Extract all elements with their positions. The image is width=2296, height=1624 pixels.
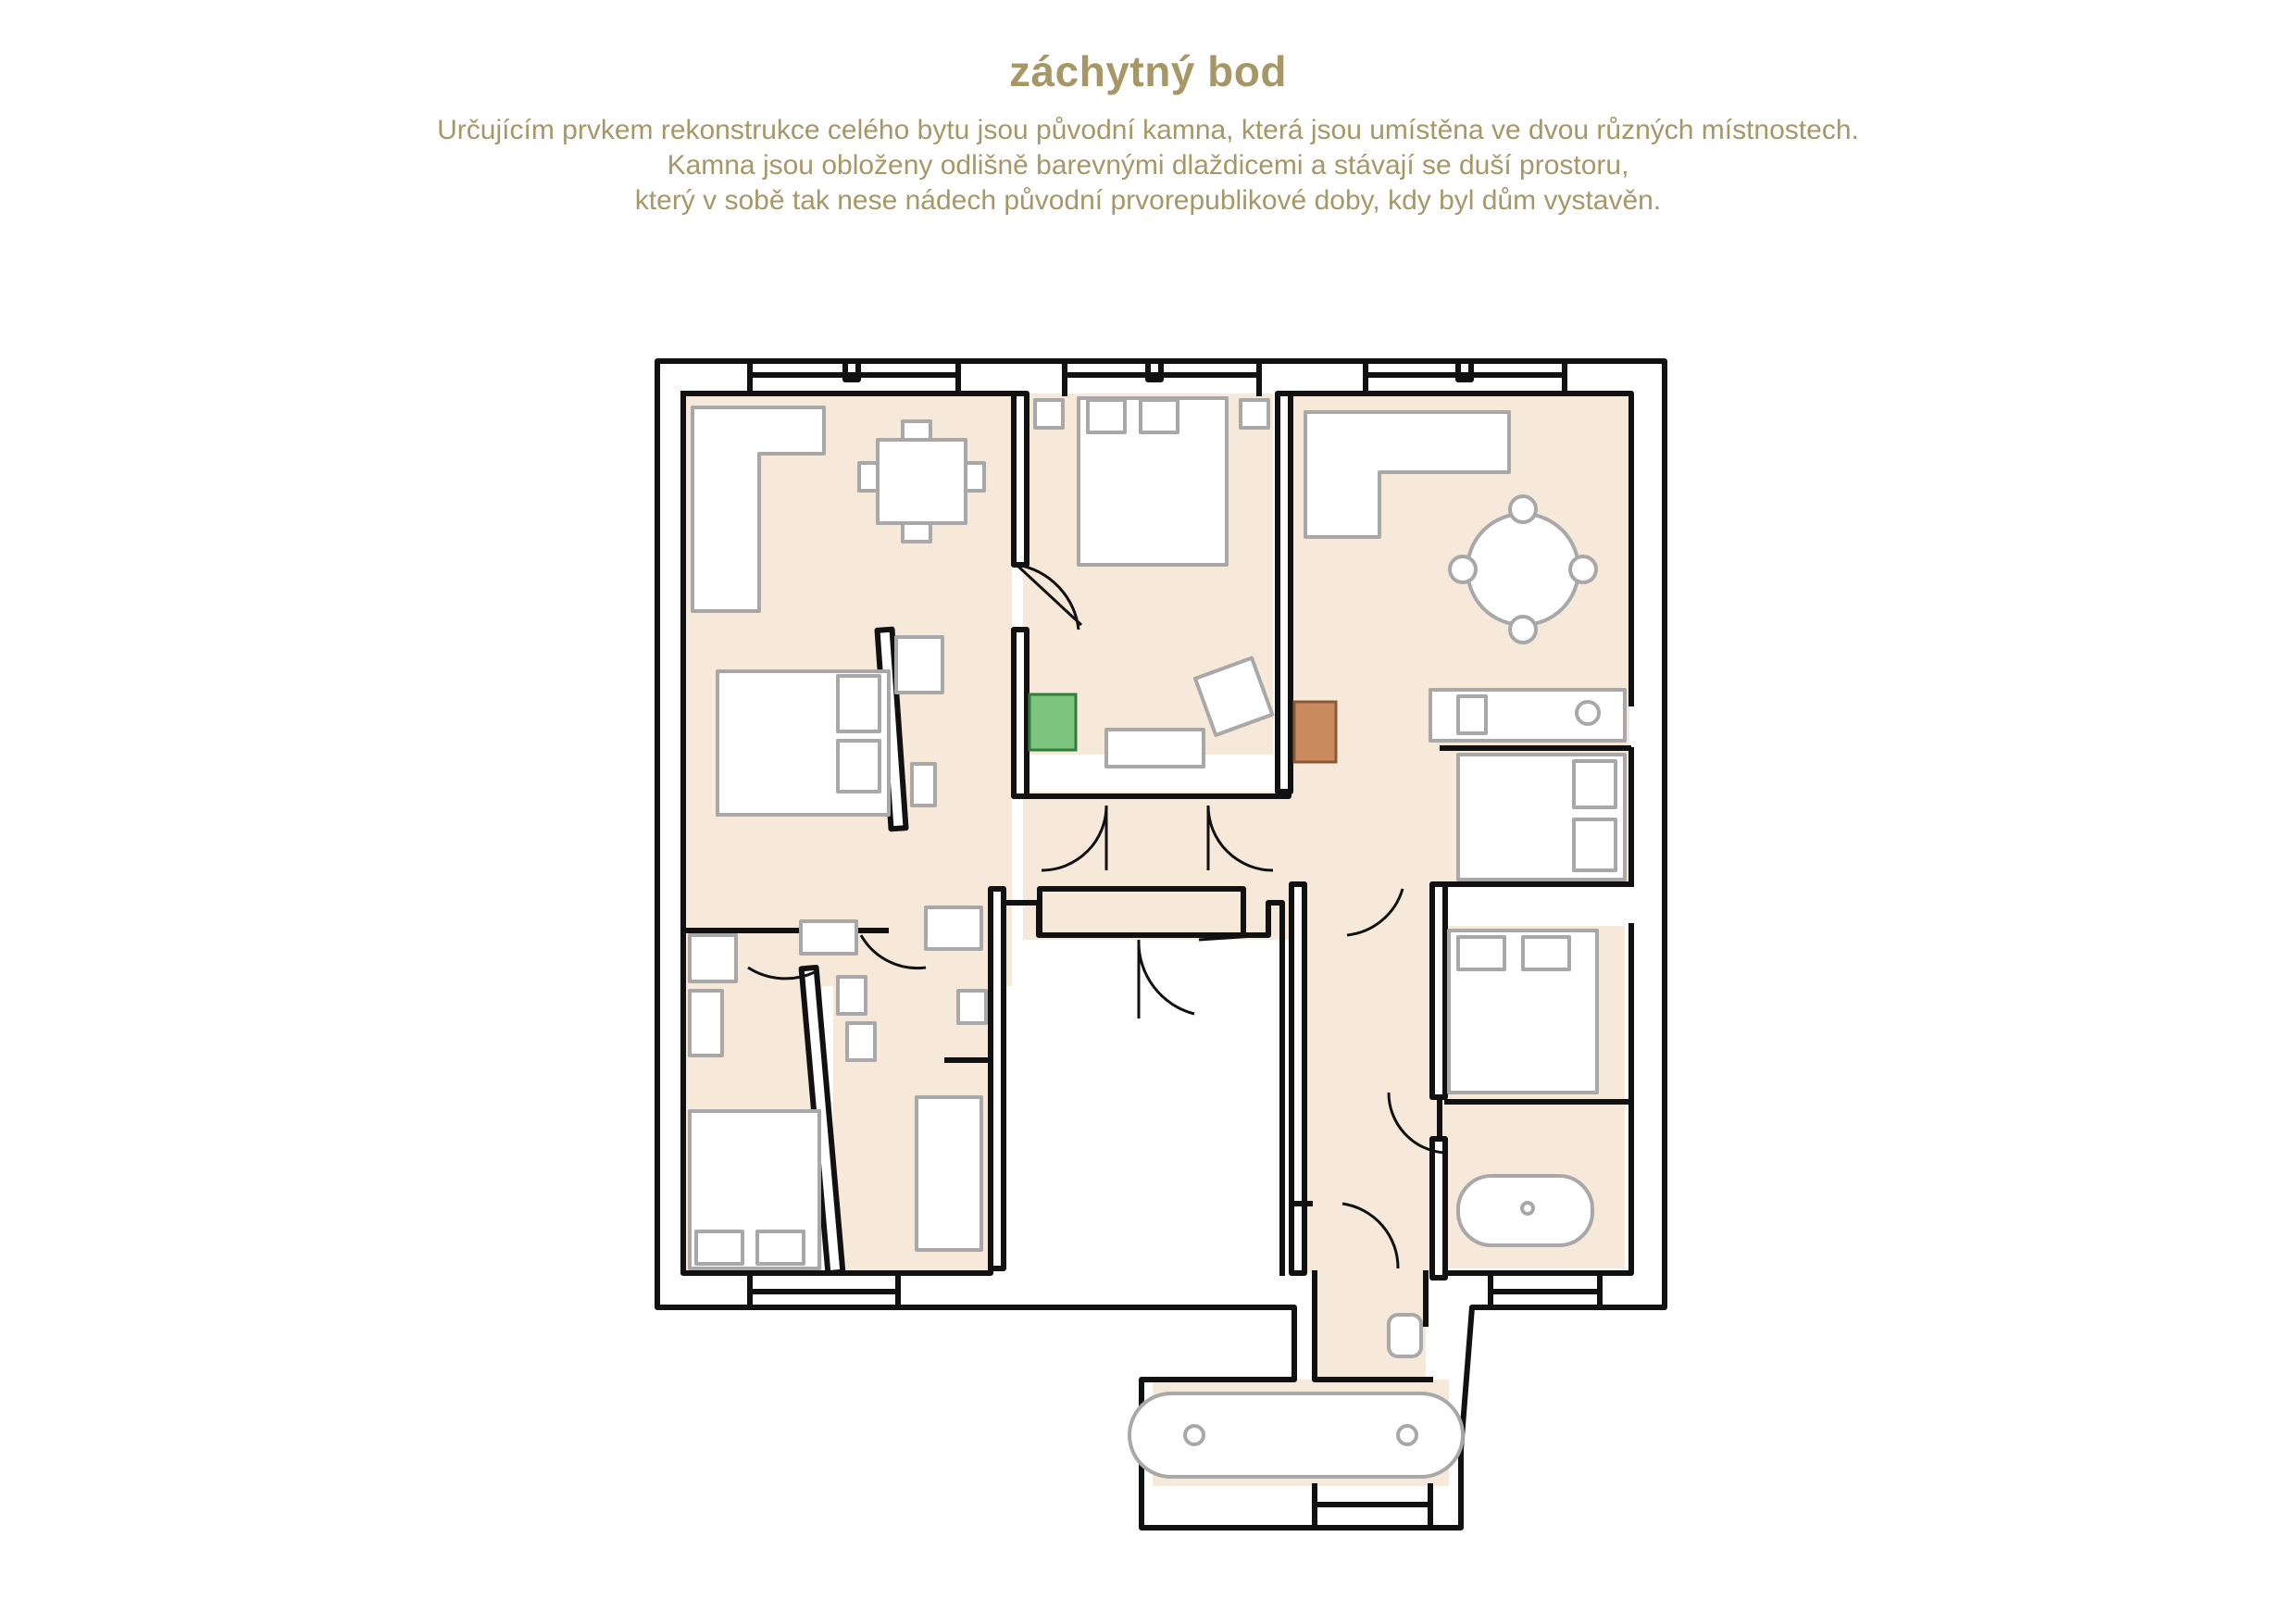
floor-corridor [1305, 884, 1444, 1273]
bed-icon [716, 669, 891, 817]
furniture [688, 396, 1627, 1479]
door-entrance-right [1198, 933, 1269, 942]
partition-bedroom3-bath2 [1429, 1136, 1448, 1280]
partition-bedroom-kitchen [1275, 391, 1293, 794]
nightstand-icon [894, 635, 944, 694]
dining-table-icon [857, 419, 986, 543]
sink-icon [1456, 694, 1488, 735]
desk-icon [1104, 728, 1205, 768]
dining-table-icon [1448, 494, 1598, 644]
door-bathroom-1 [859, 934, 927, 970]
partition-hall-left [1037, 886, 1246, 938]
armchair-icon [1192, 656, 1275, 737]
stove-brown-icon [1292, 700, 1338, 764]
door-living [1041, 805, 1108, 872]
description-line-1: Určujícím prvkem rekonstrukce celého byt… [437, 115, 1859, 145]
bed-icon [688, 1109, 821, 1270]
door-bedroom-1 [1015, 563, 1083, 631]
sink-icon [956, 989, 988, 1025]
partition-living-bedroom [1011, 391, 1029, 568]
nightstand-icon [1033, 398, 1065, 430]
nightstand-icon [910, 762, 937, 807]
stove-green-icon [1028, 693, 1078, 752]
description: Určujícím prvkem rekonstrukce celého byt… [0, 113, 2296, 219]
door-entrance-left [1137, 939, 1195, 1018]
cabinet-icon [924, 906, 983, 951]
partitions [683, 391, 1631, 1280]
partition-bathroom-1 [988, 886, 1006, 1271]
door-wc [1341, 1202, 1400, 1269]
description-line-2: Kamna jsou obloženy odlišně barevnými dl… [667, 150, 1629, 181]
cabinet-icon [799, 919, 858, 956]
door-bedroom-3 [1387, 1092, 1445, 1155]
description-line-3: který v sobě tak nese nádech původní prv… [634, 185, 1662, 216]
bed-icon [1077, 396, 1229, 567]
door-kitchen [1206, 805, 1274, 872]
door-corridor [1346, 888, 1404, 937]
window-bottom-1 [747, 1270, 901, 1310]
nightstand-icon [1239, 398, 1270, 430]
sofa-icon [1304, 410, 1511, 539]
window-wc [1312, 1483, 1433, 1530]
sofa-icon [691, 406, 826, 613]
bathtub-icon [1128, 1392, 1465, 1479]
shower-icon [915, 1095, 983, 1252]
door-bedroom-2 [747, 966, 816, 981]
partition-corridor [1289, 881, 1307, 1276]
bed-icon [1447, 929, 1599, 1094]
toilet-icon [1387, 1313, 1423, 1358]
cabinet-icon [688, 933, 738, 983]
window-top-3 [1363, 358, 1567, 396]
partition-kitchen-bath [1429, 881, 1448, 1100]
cabinet-icon [688, 989, 724, 1057]
window-bottom-2 [1488, 1270, 1603, 1310]
page-title: záchytný bod [1009, 47, 1287, 95]
window-top-1 [747, 358, 961, 396]
